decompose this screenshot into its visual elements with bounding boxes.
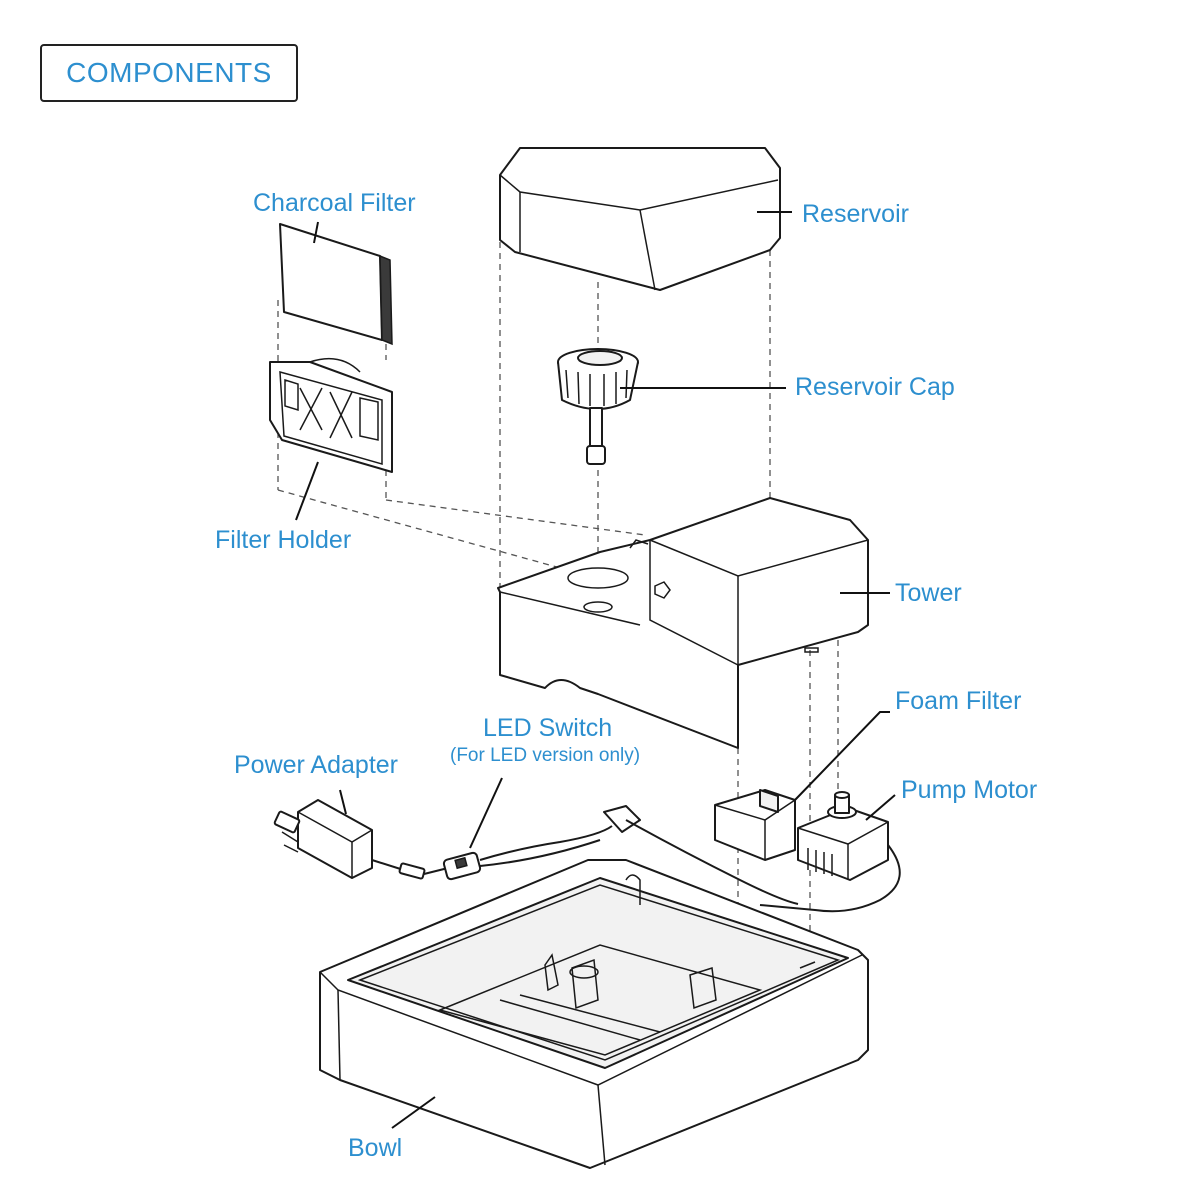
label-filter-holder: Filter Holder	[215, 526, 352, 554]
foam-filter-part	[714, 789, 796, 861]
leader-foam-filter	[794, 711, 890, 801]
label-bowl: Bowl	[348, 1134, 403, 1162]
charcoal-filter-part	[279, 223, 393, 346]
filter-holder-part	[269, 357, 393, 473]
label-led-switch: LED Switch	[483, 714, 613, 742]
label-charcoal-filter: Charcoal Filter	[253, 189, 416, 217]
diagram-title: COMPONENTS	[66, 57, 272, 88]
reservoir-cap-part	[557, 348, 639, 465]
bowl-part	[319, 859, 869, 1169]
leader-lines	[295, 211, 896, 1129]
led-switch-part	[423, 805, 799, 905]
label-tower: Tower	[895, 579, 962, 607]
leader-bowl	[391, 1096, 436, 1129]
power-adapter-part	[273, 799, 426, 880]
leader-filter-holder	[295, 461, 319, 521]
label-reservoir: Reservoir	[802, 200, 909, 228]
label-power-adapter: Power Adapter	[234, 751, 398, 779]
reservoir-part	[499, 147, 781, 291]
pump-motor-part	[759, 791, 901, 913]
tower-part	[497, 497, 869, 749]
leader-power-adapter	[339, 789, 347, 815]
label-pump-motor: Pump Motor	[901, 776, 1038, 804]
leader-led-switch	[469, 777, 503, 849]
leader-pump-motor	[865, 794, 896, 821]
label-reservoir-cap: Reservoir Cap	[795, 373, 955, 401]
leader-charcoal-filter	[313, 221, 319, 244]
label-led-switch-note: (For LED version only)	[450, 745, 641, 766]
label-foam-filter: Foam Filter	[895, 687, 1022, 715]
title-box: COMPONENTS	[40, 44, 298, 102]
